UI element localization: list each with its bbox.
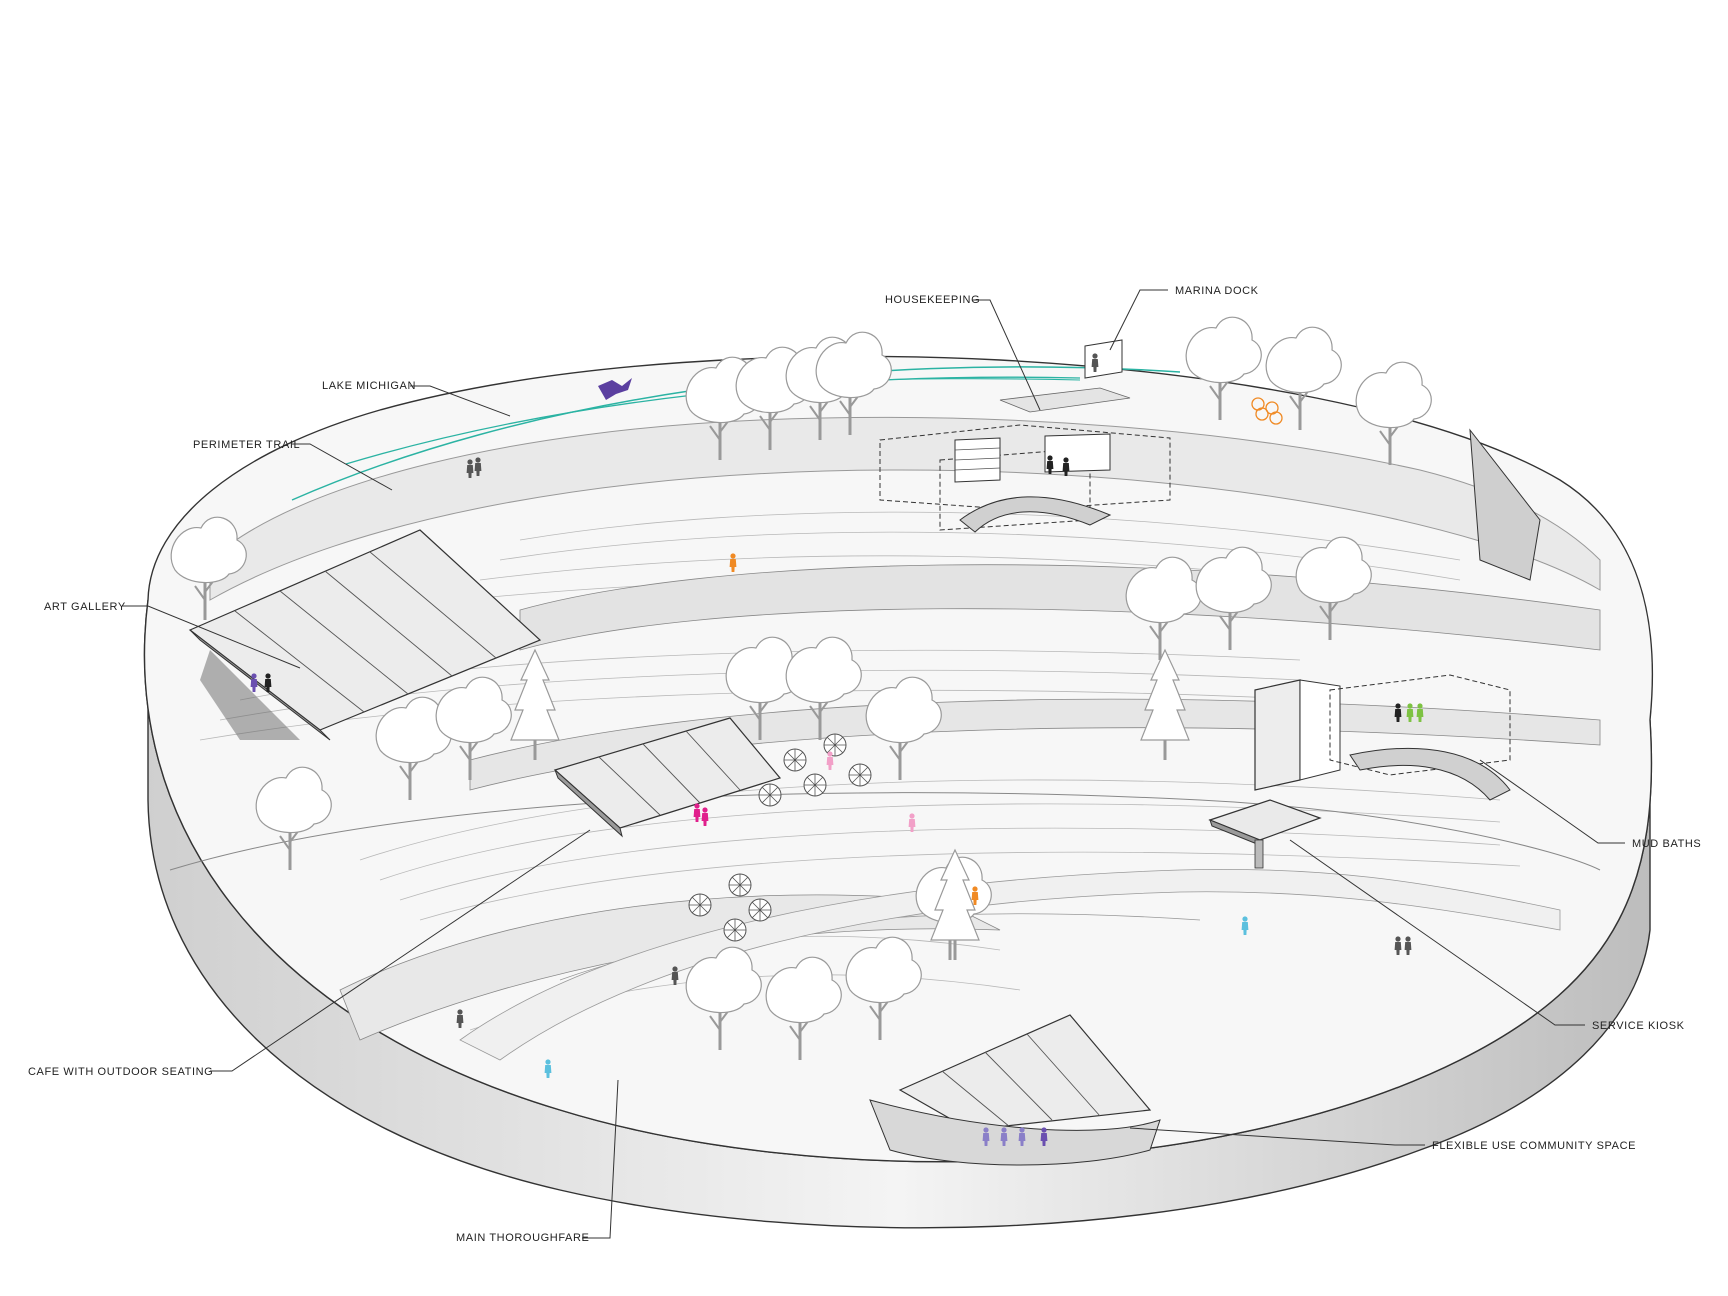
label-marina-dock: MARINA DOCK bbox=[1175, 285, 1259, 297]
community-space-pavilion bbox=[869, 1014, 1161, 1166]
label-cafe: CAFE WITH OUTDOOR SEATING bbox=[28, 1066, 213, 1078]
callout-art-gallery: ART GALLERY bbox=[44, 601, 301, 669]
bicycle-icon bbox=[1251, 397, 1283, 425]
label-service-kiosk: SERVICE KIOSK bbox=[1592, 1020, 1685, 1032]
label-community-space: FLEXIBLE USE COMMUNITY SPACE bbox=[1432, 1140, 1636, 1152]
label-art-gallery: ART GALLERY bbox=[44, 601, 126, 613]
callout-marina-dock: MARINA DOCK bbox=[1109, 285, 1259, 351]
perimeter-trail bbox=[209, 416, 1601, 601]
table-icon bbox=[803, 773, 827, 797]
bird-icon bbox=[598, 378, 632, 400]
table-icon bbox=[848, 763, 872, 787]
east-wedge bbox=[1469, 428, 1541, 581]
housekeeping-building bbox=[879, 424, 1171, 533]
callout-main-thoroughfare: MAIN THOROUGHFARE bbox=[456, 1079, 619, 1244]
mud-baths-building bbox=[1254, 674, 1511, 801]
table-icon bbox=[728, 873, 752, 897]
callout-service-kiosk: SERVICE KIOSK bbox=[1289, 839, 1685, 1032]
callout-housekeeping: HOUSEKEEPING bbox=[885, 294, 1041, 411]
label-perimeter-trail: PERIMETER TRAIL bbox=[193, 439, 300, 451]
table-icon bbox=[823, 733, 847, 757]
table-icon bbox=[783, 748, 807, 772]
table-icon bbox=[758, 783, 782, 807]
table-icon bbox=[748, 898, 772, 922]
table-icon bbox=[688, 893, 712, 917]
label-lake-michigan: LAKE MICHIGAN bbox=[322, 380, 416, 392]
label-housekeeping: HOUSEKEEPING bbox=[885, 294, 980, 306]
table-icon bbox=[723, 918, 747, 942]
callout-perimeter-trail: PERIMETER TRAIL bbox=[193, 439, 393, 491]
callout-community-space: FLEXIBLE USE COMMUNITY SPACE bbox=[1129, 1127, 1636, 1152]
cafe-pavilion bbox=[553, 717, 782, 838]
art-gallery-pavilion bbox=[188, 529, 542, 741]
callout-cafe: CAFE WITH OUTDOOR SEATING bbox=[28, 829, 591, 1078]
callout-mud-baths: MUD BATHS bbox=[1479, 759, 1701, 850]
callouts: HOUSEKEEPING MARINA DOCK LAKE MICHIGAN P… bbox=[28, 285, 1701, 1244]
label-mud-baths: MUD BATHS bbox=[1632, 838, 1701, 850]
service-kiosk bbox=[1208, 799, 1322, 869]
callout-lake-michigan: LAKE MICHIGAN bbox=[322, 380, 511, 417]
main-thoroughfare-path bbox=[459, 868, 1561, 1061]
label-main-thoroughfare: MAIN THOROUGHFARE bbox=[456, 1232, 589, 1244]
